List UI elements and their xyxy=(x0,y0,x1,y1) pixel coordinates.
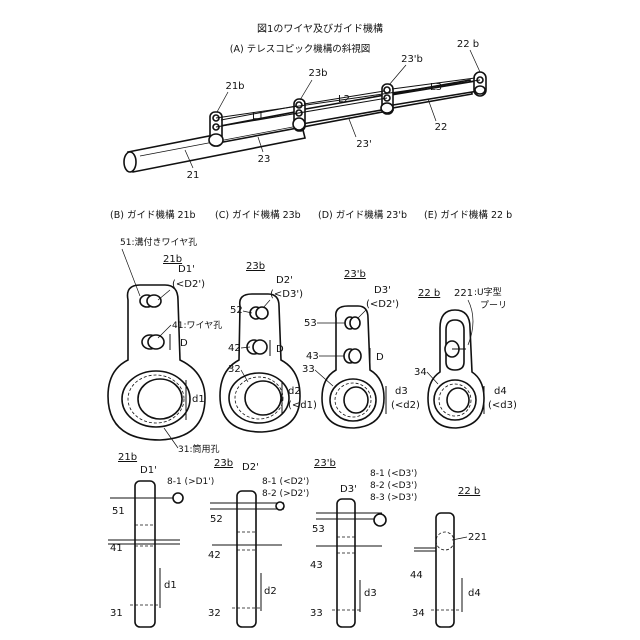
sd-33: 33 xyxy=(310,608,323,619)
d-d3prime: D3' xyxy=(374,285,391,296)
sc-42: 42 xyxy=(208,550,221,561)
se-44: 44 xyxy=(410,570,423,581)
sc-wire1: 8-1 (<D2') xyxy=(262,477,309,487)
e-pulley-name2: プーリ xyxy=(480,300,507,311)
c-d2: d2 xyxy=(288,386,301,397)
label-21b: 21b xyxy=(225,81,244,92)
se-221: 221 xyxy=(468,532,487,543)
guide-23pb-perspective xyxy=(322,306,384,428)
sd-43: 43 xyxy=(310,560,323,571)
b-d1prime: D1' xyxy=(178,264,195,275)
b-wire-hole: 41:ワイヤ孔 xyxy=(172,320,222,331)
sb-d1: d1 xyxy=(164,580,177,591)
sc-d2prime: D2' xyxy=(242,462,259,473)
se-34: 34 xyxy=(412,608,425,619)
sb-wire: 8-1 (>D1') xyxy=(167,477,214,487)
sd-title: 23'b xyxy=(314,458,336,469)
sd-d3: d3 xyxy=(364,588,377,599)
panel-a-caption: (A) テレスコピック機構の斜視図 xyxy=(230,43,370,55)
guide-22b-perspective xyxy=(428,310,484,428)
sd-53: 53 xyxy=(312,524,325,535)
sd-d3prime: D3' xyxy=(340,484,357,495)
se-title: 22 b xyxy=(458,486,480,497)
sd-wire3: 8-3 (>D3') xyxy=(370,493,417,503)
sc-title: 23b xyxy=(214,458,233,469)
label-L1: L1 xyxy=(252,111,264,122)
side-view-23pb xyxy=(316,499,386,627)
d-title: 23'b xyxy=(344,269,366,280)
sb-d1prime: D1' xyxy=(140,465,157,476)
label-L3: L3 xyxy=(430,82,442,93)
sc-wire2: 8-2 (>D2') xyxy=(262,489,309,499)
c-title: 23b xyxy=(246,261,265,272)
sb-31: 31 xyxy=(110,608,123,619)
d-33: 33 xyxy=(302,364,315,375)
sd-wire2: 8-2 (<D3') xyxy=(370,481,417,491)
sc-52: 52 xyxy=(210,514,223,525)
e-d4: d4 xyxy=(494,386,507,397)
b-D: D xyxy=(180,338,188,349)
sc-32: 32 xyxy=(208,608,221,619)
side-view-23b xyxy=(210,491,284,627)
label-22: 22 xyxy=(435,122,448,133)
label-23b: 23b xyxy=(308,68,327,79)
sb-51: 51 xyxy=(112,506,125,517)
side-view-21b xyxy=(108,481,183,627)
guide-22b-small xyxy=(474,72,486,96)
caption-e: (E) ガイド機構 22 b xyxy=(424,209,512,221)
sb-title: 21b xyxy=(118,452,137,463)
label-23p: 23' xyxy=(356,139,371,150)
figure-title: 図1のワイヤ及びガイド機構 xyxy=(257,22,383,35)
c-d1-lt: (<d1) xyxy=(288,400,317,411)
guide-21b-perspective xyxy=(108,285,205,440)
caption-d: (D) ガイド機構 23'b xyxy=(318,209,407,221)
c-52: 52 xyxy=(230,305,243,316)
label-L2: L2 xyxy=(338,94,350,105)
b-groove-hole: 51:溝付きワイヤ孔 xyxy=(120,236,197,248)
c-D: D xyxy=(276,344,284,355)
label-21: 21 xyxy=(187,170,200,181)
d-d3: d3 xyxy=(395,386,408,397)
label-23pb: 23'b xyxy=(401,54,423,65)
d-d2prime-lt: (<D2') xyxy=(366,299,399,310)
sb-41: 41 xyxy=(110,543,123,554)
guide-23b-small xyxy=(293,99,305,131)
sd-wire1: 8-1 (<D3') xyxy=(370,469,417,479)
e-pulley-name: :U字型 xyxy=(474,286,502,298)
sc-d2: d2 xyxy=(264,586,277,597)
c-32: 32 xyxy=(228,364,241,375)
d-53: 53 xyxy=(304,318,317,329)
se-d4: d4 xyxy=(468,588,481,599)
e-34: 34 xyxy=(414,367,427,378)
d-D: D xyxy=(376,352,384,363)
c-d2prime: D2' xyxy=(276,275,293,286)
label-22b: 22 b xyxy=(457,39,479,50)
e-title: 22 b xyxy=(418,288,440,299)
c-d3prime-lt: (<D3') xyxy=(270,289,303,300)
caption-b: (B) ガイド機構 21b xyxy=(110,209,196,221)
label-23: 23 xyxy=(258,154,271,165)
e-d3-lt: (<d3) xyxy=(488,400,517,411)
c-42: 42 xyxy=(228,343,241,354)
b-d2prime-lt: (<D2') xyxy=(172,279,205,290)
d-43: 43 xyxy=(306,351,319,362)
b-d1: d1 xyxy=(192,394,205,405)
e-221: 221 xyxy=(454,288,473,299)
caption-c: (C) ガイド機構 23b xyxy=(215,209,301,221)
d-d2-lt: (<d2) xyxy=(391,400,420,411)
b-tube-hole: 31:筒用孔 xyxy=(178,443,220,455)
